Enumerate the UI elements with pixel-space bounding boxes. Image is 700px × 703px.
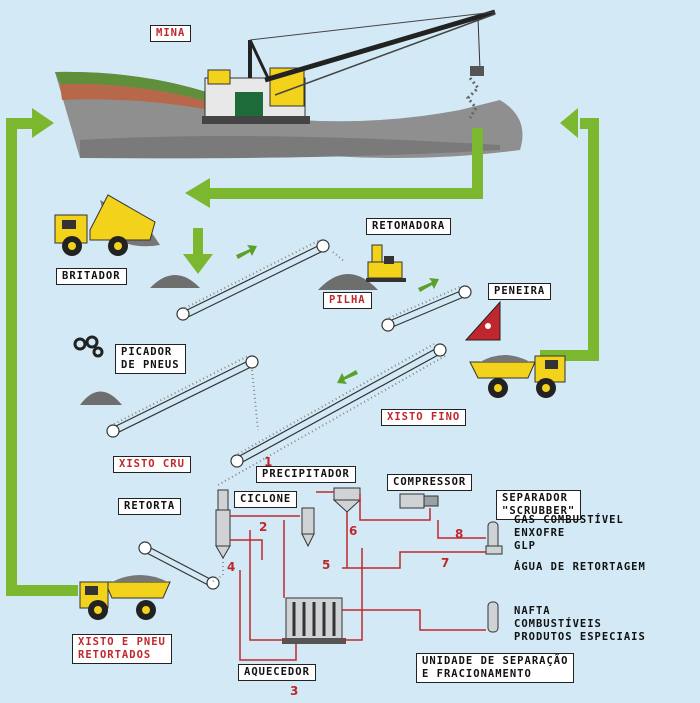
flow-arrows [6,108,599,596]
label-picador-line1: PICADOR [121,346,173,358]
label-compressor: COMPRESSOR [387,474,473,491]
retort [215,489,231,559]
label-xisto-pneu-line2: RETORTADOS [78,649,152,661]
label-agua-de-retortagem: ÁGUA DE RETORTAGEM [514,561,646,573]
step-number-6: 6 [349,524,358,538]
product-especiais: PRODUTOS ESPECIAIS [514,631,646,643]
step-number-8: 8 [455,527,464,541]
label-separador-line1: SEPARADOR [502,492,568,504]
reclaimer-machine [366,244,406,282]
nafta-products-list: NAFTA COMBUSTÍVEIS PRODUTOS ESPECIAIS [514,605,646,644]
process-dots [211,558,224,583]
label-unidade-line1: UNIDADE DE SEPARAÇÃO [422,655,569,667]
label-separador-scrubber: SEPARADOR "SCRUBBER" [496,490,582,520]
truck-retortados [79,575,171,620]
product-nafta: NAFTA [514,605,551,617]
label-picador-line2: DE PNEUS [121,359,180,371]
screen-peneira [464,300,501,341]
scrubber-vessel [485,521,503,555]
label-ciclone: CICLONE [234,491,298,508]
product-glp: GLP [514,540,536,552]
conveyors [106,239,472,590]
step-number-4: 4 [227,560,236,574]
step-number-5: 5 [322,558,331,572]
label-mina: MINA [150,25,192,42]
gas-products-list: GÁS COMBUSTÍVEL ENXOFRE GLP [514,514,624,553]
label-unidade-line2: E FRACIONAMENTO [422,668,532,680]
label-precipitador: PRECIPITADOR [256,466,356,483]
heater [282,597,346,644]
compressor-unit [399,493,439,509]
conveyor-material [113,239,463,486]
truck-britador [54,194,156,256]
label-xisto-cru: XISTO CRU [113,456,191,473]
step-number-3: 3 [290,684,299,698]
product-gas-combustivel: GÁS COMBUSTÍVEL [514,514,624,526]
label-xisto-e-pneu-retortados: XISTO E PNEU RETORTADOS [72,634,172,664]
label-separador-line2: "SCRUBBER" [502,505,576,517]
label-xisto-fino: XISTO FINO [381,409,467,426]
label-pilha: PILHA [323,292,372,309]
label-britador: BRITADOR [56,268,127,285]
label-aquecedor: AQUECEDOR [238,664,316,681]
mine-hill [55,71,523,159]
cyclone [301,507,315,548]
step-number-1: 1 [264,455,273,469]
truck-peneira [469,355,566,398]
small-direction-arrows [236,245,439,384]
label-retorta: RETORTA [118,498,182,515]
label-unidade-separacao: UNIDADE DE SEPARAÇÃO E FRACIONAMENTO [416,653,575,683]
label-retomadora: RETOMADORA [366,218,452,235]
precipitator [332,487,362,513]
product-combustiveis: COMBUSTÍVEIS [514,618,602,630]
step-number-7: 7 [441,556,450,570]
label-picador-de-pneus: PICADOR DE PNEUS [115,344,186,374]
label-xisto-pneu-line1: XISTO E PNEU [78,636,166,648]
nafta-vessel [487,601,499,633]
step-number-2: 2 [259,520,268,534]
process-pipes [230,491,486,661]
product-enxofre: ENXOFRE [514,527,566,539]
dragline-excavator [202,9,496,124]
label-peneira: PENEIRA [488,283,552,300]
